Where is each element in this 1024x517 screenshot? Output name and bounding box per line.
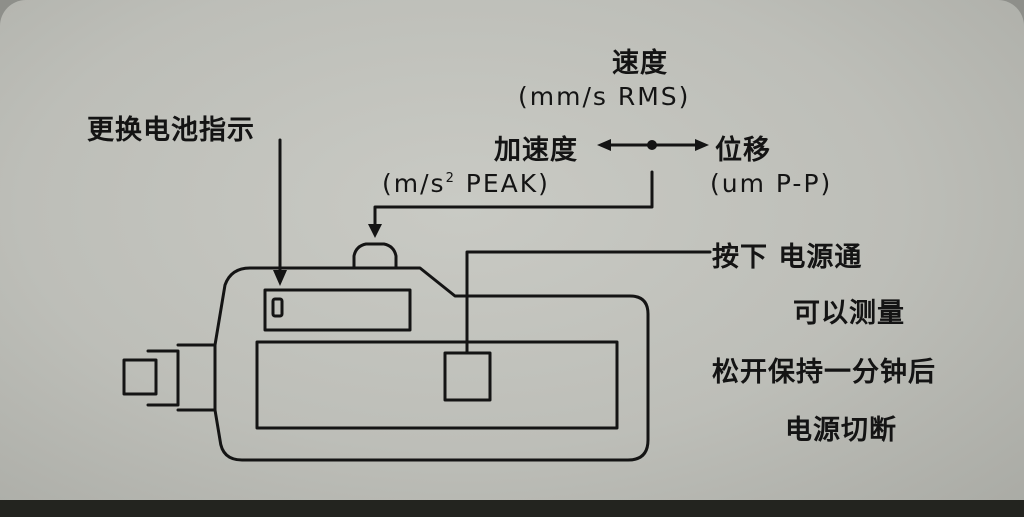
power-off-instruction: 电源切断 xyxy=(785,415,897,446)
probe-tip xyxy=(122,358,158,396)
hold-instruction: 松开保持一分钟后 xyxy=(712,357,936,388)
bottom-edge xyxy=(0,500,1024,517)
displacement-label: 位移 xyxy=(715,135,771,166)
measure-instruction: 可以测量 xyxy=(793,298,905,329)
acceleration-unit-exponent: 2 xyxy=(445,171,456,186)
acceleration-unit-peak: PEAK) xyxy=(455,169,550,198)
battery-indicator-label: 更换电池指示 xyxy=(87,115,255,146)
acceleration-label: 加速度 xyxy=(494,135,578,166)
selector-knob xyxy=(352,242,398,270)
device-neck xyxy=(176,343,217,412)
acceleration-unit-text: (m/s xyxy=(382,169,446,198)
acceleration-unit-label: (m/s2 PEAK) xyxy=(382,169,550,198)
power-button xyxy=(443,351,492,402)
velocity-unit-label: (mm/s RMS) xyxy=(518,82,691,111)
battery-indicator-icon xyxy=(271,297,284,318)
probe-shaft xyxy=(146,349,180,407)
battery-window xyxy=(263,288,412,332)
device-body xyxy=(213,266,650,462)
displacement-unit-label: (um P-P) xyxy=(710,169,833,198)
power-on-instruction: 按下 电源通 xyxy=(712,242,863,273)
display-window xyxy=(255,340,619,430)
velocity-label: 速度 xyxy=(612,48,668,79)
